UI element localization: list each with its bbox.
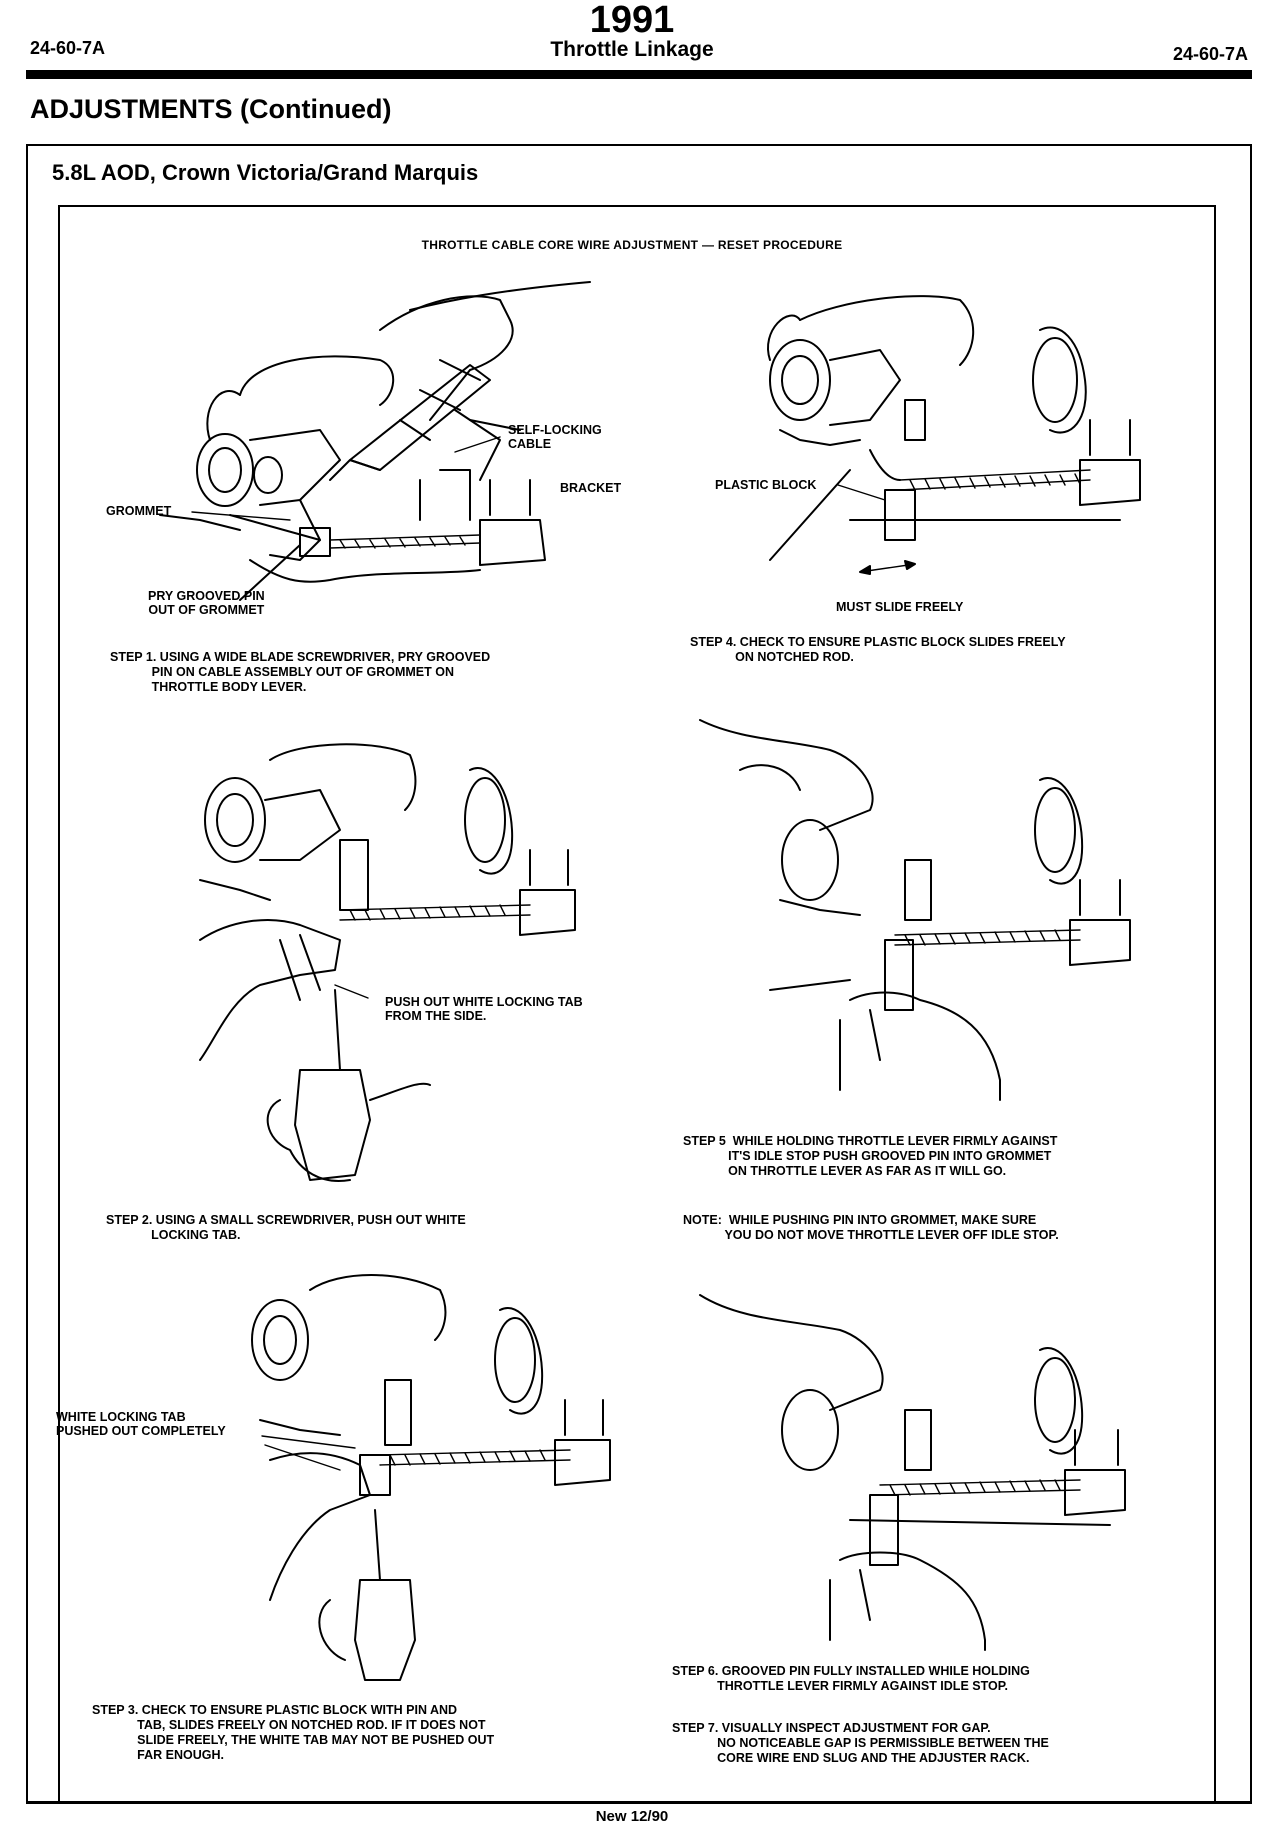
page-year: 1991 (589, 0, 675, 41)
step-2-caption: STEP 2. USING A SMALL SCREWDRIVER, PUSH … (106, 1213, 466, 1242)
step-4-caption: STEP 4. CHECK TO ENSURE PLASTIC BLOCK SL… (690, 635, 1066, 664)
subtitle: 5.8L AOD, Crown Victoria/Grand Marquis (52, 160, 479, 185)
label-bracket: BRACKET (560, 481, 622, 495)
step-7-caption: STEP 7. VISUALLY INSPECT ADJUSTMENT FOR … (672, 1721, 1049, 1765)
page-code-right: 24-60-7A (1172, 44, 1248, 64)
illustration-step2 (199, 743, 576, 1182)
label-white-tab-pushed: WHITE LOCKING TAB PUSHED OUT COMPLETELY (56, 1410, 226, 1438)
step-3-caption: STEP 3. CHECK TO ENSURE PLASTIC BLOCK WI… (92, 1703, 495, 1762)
illustration-step4 (767, 295, 1141, 575)
step-5-caption: STEP 5 WHILE HOLDING THROTTLE LEVER FIRM… (683, 1134, 1058, 1178)
label-grommet: GROMMET (106, 504, 172, 518)
section-title: ADJUSTMENTS (Continued) (30, 94, 392, 124)
label-push-out-tab: PUSH OUT WHITE LOCKING TAB FROM THE SIDE… (385, 995, 583, 1023)
illustration-step1 (159, 281, 591, 601)
header-rule (26, 70, 1252, 79)
page-title: Throttle Linkage (550, 38, 714, 61)
step-6-caption: STEP 6. GROOVED PIN FULLY INSTALLED WHIL… (672, 1664, 1030, 1693)
illustration-step6 (699, 1294, 1126, 1651)
footer-date: New 12/90 (595, 1808, 669, 1825)
label-pry-grooved-pin: PRY GROOVED PIN OUT OF GROMMET (148, 589, 265, 617)
step-1-caption: STEP 1. USING A WIDE BLADE SCREWDRIVER, … (110, 650, 491, 694)
label-must-slide-freely: MUST SLIDE FREELY (836, 600, 964, 614)
illustration-step5 (699, 719, 1131, 1101)
label-self-locking-cable: SELF-LOCKING CABLE (508, 423, 602, 451)
figure-title: THROTTLE CABLE CORE WIRE ADJUSTMENT — RE… (421, 238, 843, 252)
note-caption: NOTE: WHILE PUSHING PIN INTO GROMMET, MA… (683, 1213, 1059, 1242)
illustration-step3 (251, 1274, 611, 1681)
figure-frame (58, 205, 1216, 1803)
content-frame (26, 144, 1252, 1804)
page-code-left: 24-60-7A (30, 38, 106, 58)
label-plastic-block: PLASTIC BLOCK (715, 478, 817, 492)
